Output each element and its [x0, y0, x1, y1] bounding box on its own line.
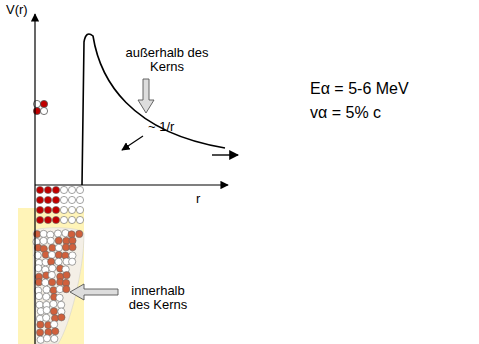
nucleon [44, 216, 51, 223]
nucleon [36, 216, 43, 223]
nucleon [63, 272, 70, 279]
nucleon [58, 301, 65, 308]
leader-arrow [122, 136, 143, 150]
hollow-down-arrow [138, 79, 154, 113]
nucleus-blob [33, 228, 84, 344]
nucleon [55, 237, 62, 244]
nucleon [60, 186, 67, 193]
nucleon [43, 286, 50, 293]
axis-label: r [196, 192, 200, 206]
nucleon [76, 206, 83, 213]
escape-arrow [212, 154, 238, 155]
nucleon [52, 196, 59, 203]
nucleon [56, 286, 63, 293]
nucleons [33, 186, 84, 343]
nucleon [60, 206, 67, 213]
nucleon [50, 308, 57, 315]
nucleon [48, 251, 55, 258]
nucleon [69, 237, 76, 244]
nucleon [76, 230, 83, 237]
nucleon [63, 286, 70, 293]
nucleon [43, 293, 50, 300]
nucleon [68, 216, 75, 223]
nucleon [49, 279, 56, 286]
nucleon [58, 314, 65, 321]
r-axis [35, 184, 228, 185]
nucleon [68, 206, 75, 213]
nucleon [43, 314, 50, 321]
nucleon [68, 186, 75, 193]
nucleon [35, 279, 42, 286]
nucleon [54, 230, 61, 237]
nucleon [52, 328, 59, 335]
nucleon [50, 287, 57, 294]
nucleon [35, 265, 42, 272]
nucleon [36, 186, 43, 193]
nucleon [76, 216, 83, 223]
nucleon [56, 294, 63, 301]
nucleon [51, 335, 58, 342]
nucleon [60, 196, 67, 203]
highlight-region [18, 208, 84, 344]
nucleon [55, 258, 62, 265]
nucleon [48, 271, 55, 278]
nucleon [40, 237, 47, 244]
nucleon [47, 237, 54, 244]
nucleon [36, 206, 43, 213]
nucleon [42, 279, 49, 286]
nucleon [36, 301, 43, 308]
nucleon [36, 196, 43, 203]
nucleon [40, 230, 47, 237]
nucleon [55, 251, 62, 258]
nucleon [44, 186, 51, 193]
nucleon [60, 216, 67, 223]
region-label: innerhalb des Kerns [121, 284, 195, 313]
nucleon [69, 258, 76, 265]
curve-label: ~ 1/r [148, 120, 174, 134]
nucleon [55, 244, 62, 251]
nucleon [52, 216, 59, 223]
nucleon [76, 196, 83, 203]
nucleon [43, 335, 50, 342]
nucleon [44, 206, 51, 213]
nucleon [35, 292, 42, 299]
nucleon [49, 244, 56, 251]
region-label: außerhalb des Kerns [124, 46, 210, 75]
energy-label: Eα = 5-6 MeV [310, 80, 409, 98]
nucleon [44, 196, 51, 203]
axis-label: V(r) [6, 3, 28, 17]
nucleon [69, 244, 76, 251]
nucleon [36, 329, 43, 336]
nucleon [37, 321, 44, 328]
nucleon [52, 186, 59, 193]
hollow-left-arrow [70, 284, 118, 300]
nucleon [51, 321, 58, 328]
nucleon [76, 186, 83, 193]
nucleon [52, 206, 59, 213]
nucleon [50, 300, 57, 307]
v-axis [34, 14, 35, 344]
nucleon [68, 196, 75, 203]
nucleon [62, 244, 69, 251]
nucleon [49, 265, 56, 272]
nucleon [37, 336, 44, 343]
nucleon [43, 307, 50, 314]
coulomb-barrier [82, 34, 225, 185]
nucleon [48, 258, 55, 265]
velocity-label: vα = 5% c [310, 104, 381, 122]
